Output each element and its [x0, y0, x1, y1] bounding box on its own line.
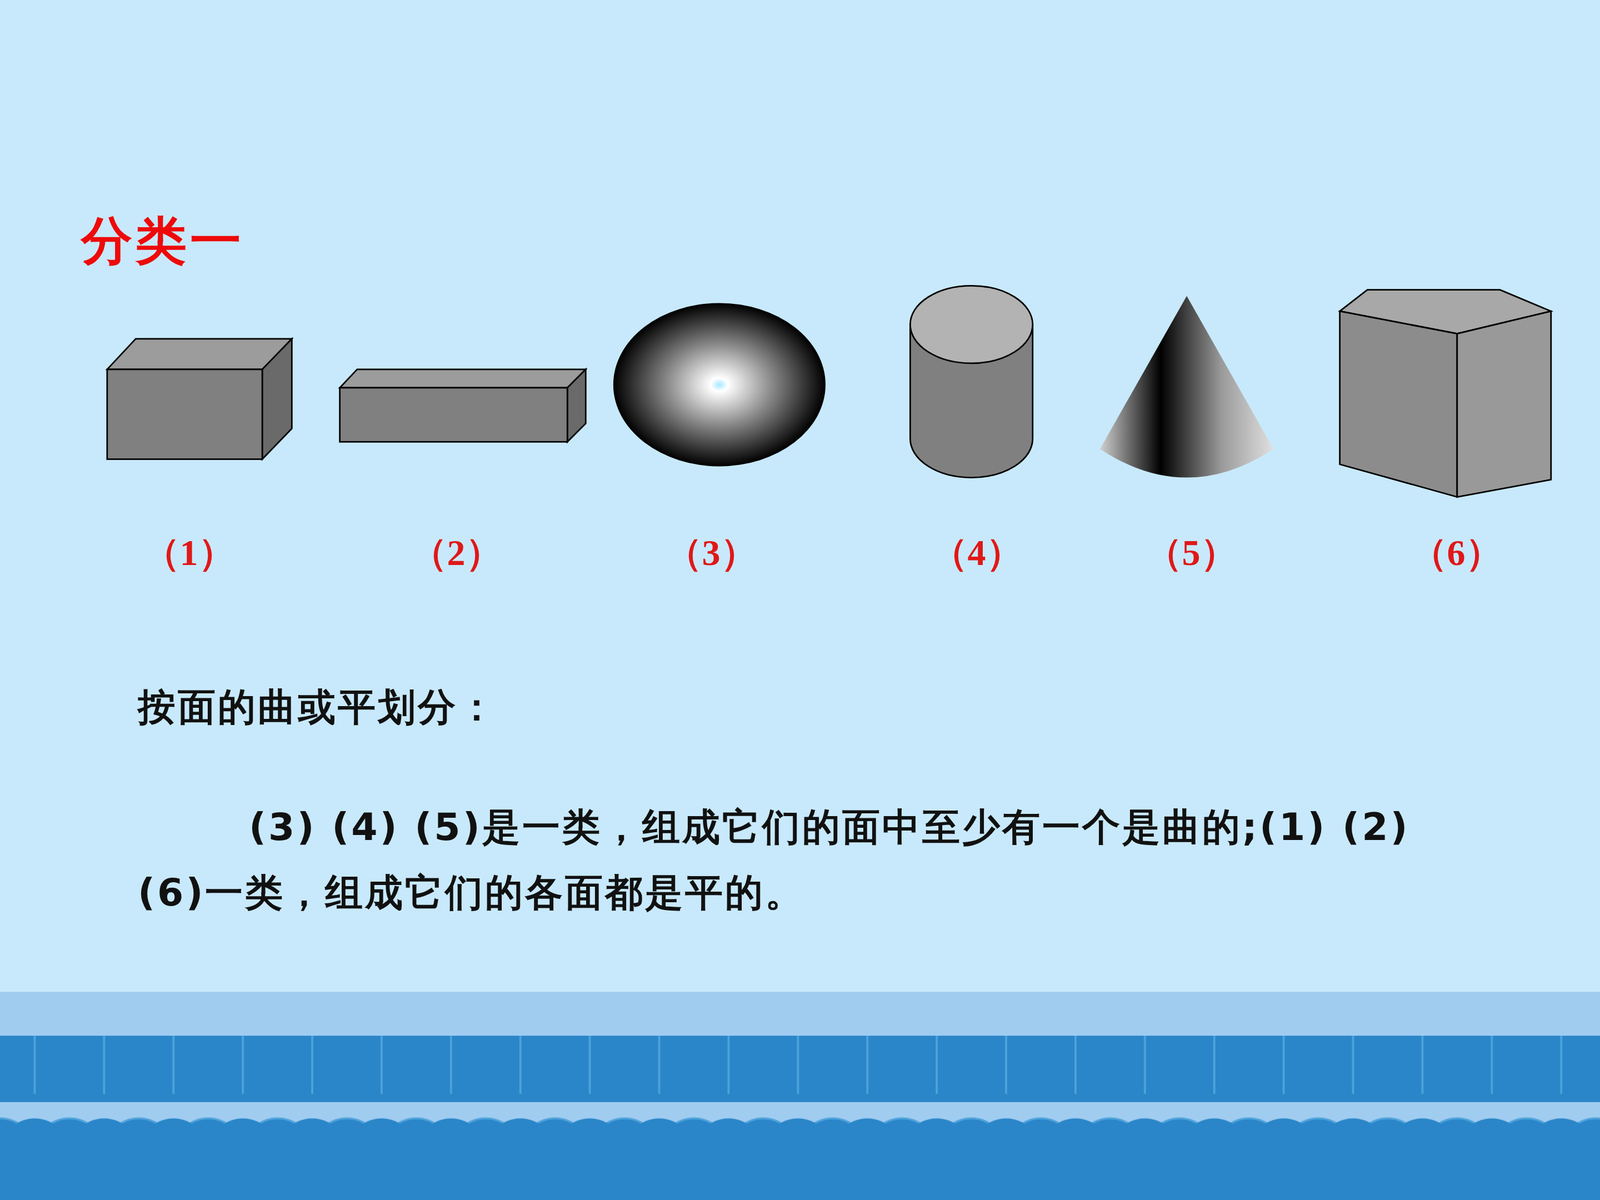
figure-number: （3） [665, 527, 758, 578]
figure-number: （5） [1145, 527, 1238, 578]
body-text: (3) (4) (5)是一类，组成它们的面中至少有一个是曲的;(1) (2) (… [137, 794, 1472, 926]
figure-number: （2） [410, 527, 503, 578]
figure-number: （1） [143, 527, 235, 578]
figure-number: （4） [931, 527, 1023, 578]
figure-number: （6） [1410, 527, 1503, 578]
slide-title: 分类一 [81, 206, 245, 276]
heading-text: 按面的曲或平划分： [137, 682, 498, 733]
